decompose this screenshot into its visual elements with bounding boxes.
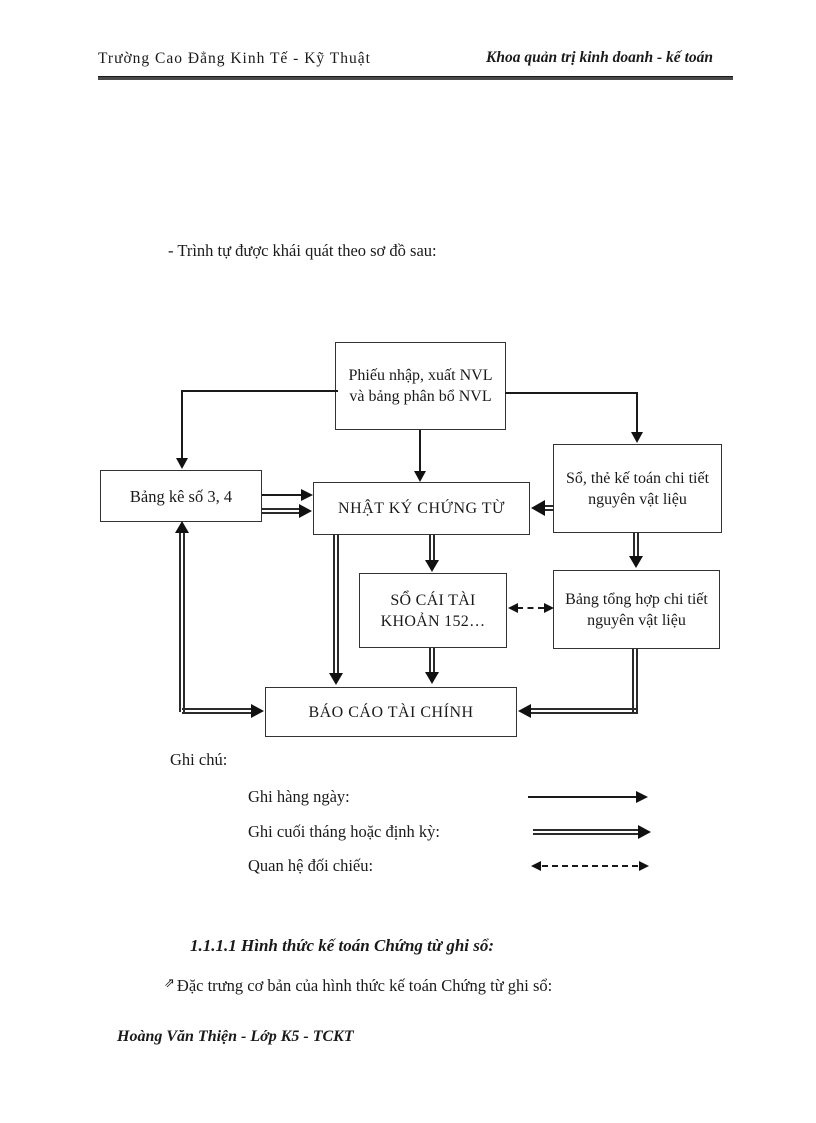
- arrowhead-sothe-to-bth: [629, 556, 643, 568]
- line-loop-left-v: [179, 532, 185, 712]
- arrowhead-into-bangke-bottom: [175, 521, 189, 533]
- flow-box-nhat-ky-chung-tu: NHẬT KÝ CHỨNG TỪ: [313, 482, 530, 535]
- legend-dashed-arrowhead-left: [531, 861, 541, 871]
- line-sothe-to-bth: [633, 533, 639, 558]
- arrowhead-bth-to-baocao: [518, 704, 531, 718]
- line-sothe-to-nhatky: [544, 505, 554, 511]
- legend-single-arrow-line: [528, 796, 638, 798]
- legend-double-arrowhead: [638, 825, 651, 839]
- arrowhead-into-sothe-top: [631, 432, 643, 443]
- line-loop-left-h: [182, 708, 252, 714]
- arrowhead-dashed-right: [544, 603, 554, 613]
- line-bth-to-baocao-h: [530, 708, 638, 714]
- line-socai-to-baocao: [429, 648, 435, 674]
- legend-label-daily: Ghi hàng ngày:: [248, 787, 350, 806]
- flow-box-phieu-nhap-xuat: Phiếu nhập, xuất NVL và bảng phân bổ NVL: [335, 342, 506, 430]
- flow-box-so-cai-152: SỔ CÁI TÀI KHOẢN 152…: [359, 573, 507, 648]
- line-socai-bth-dashed: [517, 607, 544, 609]
- arrowhead-bangke-to-nhatky-double: [299, 504, 312, 518]
- intro-sentence: - Trình tự được khái quát theo sơ đồ sau…: [168, 241, 437, 260]
- line-phieu-to-bangke-h: [181, 390, 338, 392]
- legend-dashed-arrowhead-right: [639, 861, 649, 871]
- legend-label-reconcile: Quan hệ đối chiếu:: [248, 856, 374, 875]
- line-phieu-to-sothe-h: [505, 392, 638, 394]
- line-phieu-to-bangke-v: [181, 390, 183, 460]
- ne-arrow-bullet-icon: ⇗: [164, 976, 175, 991]
- line-bangke-to-nhatky-double: [262, 508, 300, 514]
- arrowhead-bangke-to-nhatky-single: [301, 489, 313, 501]
- section-paragraph-text: Đặc trưng cơ bản của hình thức kế toán C…: [176, 976, 553, 995]
- section-heading: 1.1.1.1 Hình thức kế toán Chứng từ ghi s…: [190, 936, 495, 955]
- legend-dashed-line: [542, 865, 638, 867]
- line-bangke-to-nhatky-single: [262, 494, 302, 496]
- line-bth-to-baocao-v: [632, 649, 638, 712]
- flow-box-bao-cao-tai-chinh: BÁO CÁO TÀI CHÍNH: [265, 687, 517, 737]
- arrowhead-socai-to-baocao: [425, 672, 439, 684]
- flow-box-so-the-ke-toan: Sổ, thẻ kế toán chi tiết nguyên vật liệu: [553, 444, 722, 533]
- header-school-name: Trường Cao Đẳng Kinh Tế - Kỹ Thuật: [98, 50, 371, 67]
- arrowhead-nhatky-to-baocao: [329, 673, 343, 685]
- header-department-name: Khoa quản trị kinh doanh - kế toán: [486, 49, 713, 66]
- legend-label-monthly: Ghi cuối tháng hoặc định kỳ:: [248, 822, 441, 841]
- line-nhatky-to-socai: [429, 535, 435, 562]
- arrowhead-loop-into-baocao: [251, 704, 264, 718]
- arrowhead-nhatky-to-socai: [425, 560, 439, 572]
- legend-double-arrow-line: [533, 829, 639, 835]
- legend-title: Ghi chú:: [170, 750, 228, 769]
- flow-box-bang-ke: Bảng kê số 3, 4: [100, 470, 262, 522]
- section-paragraph: ⇗Đặc trưng cơ bản của hình thức kế toán …: [164, 976, 552, 996]
- flow-box-bang-tong-hop: Bảng tổng hợp chi tiết nguyên vật liệu: [553, 570, 720, 649]
- arrowhead-dashed-left: [508, 603, 518, 613]
- line-phieu-to-nhatky: [419, 430, 421, 473]
- line-nhatky-to-baocao: [333, 535, 339, 675]
- legend-single-arrowhead: [636, 791, 648, 803]
- arrowhead-into-bangke-top: [176, 458, 188, 469]
- arrowhead-into-nhatky-top: [414, 471, 426, 482]
- line-phieu-to-sothe-v: [636, 392, 638, 434]
- header-rule: [98, 76, 733, 80]
- footer-author: Hoàng Văn Thiện - Lớp K5 - TCKT: [117, 1028, 354, 1045]
- arrowhead-sothe-to-nhatky: [531, 500, 545, 516]
